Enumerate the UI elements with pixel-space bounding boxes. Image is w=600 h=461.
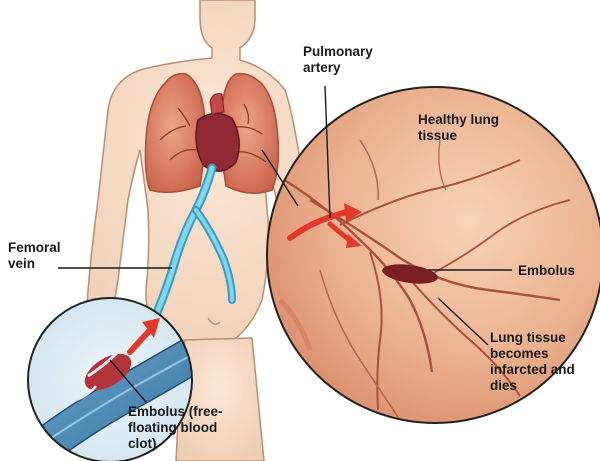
label-lung-tissue-infarcted: Lung tissue becomes infarcted and dies	[490, 330, 575, 394]
label-healthy-lung-tissue: Healthy lung tissue	[418, 112, 499, 144]
label-femoral-vein: Femoral vein	[8, 240, 61, 272]
label-pulmonary-artery: Pulmonary artery	[303, 44, 373, 76]
label-embolus: Embolus	[518, 263, 575, 279]
label-embolus-clot: Embolus (free- floating blood clot)	[128, 404, 223, 452]
